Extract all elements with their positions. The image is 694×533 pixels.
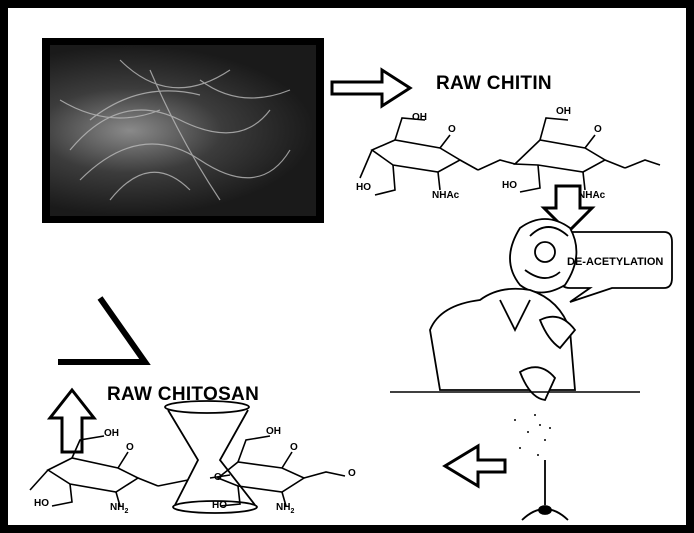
- cartoon-scientist-icon: [430, 219, 576, 400]
- chitosan-nh2-1: NH2: [110, 502, 128, 515]
- chitin-photo-texture: [60, 60, 290, 200]
- chitin-o-1: O: [448, 124, 456, 135]
- hourglass-icon: [165, 401, 257, 513]
- chitosan-ho-1: HO: [34, 498, 49, 509]
- chitin-o-2: O: [594, 124, 602, 135]
- chitosan-o-link: O: [214, 472, 222, 483]
- chitin-nhac-1: NHAc: [432, 190, 459, 201]
- chitin-ho-1: HO: [356, 182, 371, 193]
- chitosan-oh-1: OH: [104, 428, 119, 439]
- chitosan-o-2: O: [290, 442, 298, 453]
- angle-icon: [58, 298, 145, 362]
- chitin-ho-2: HO: [502, 180, 517, 191]
- right-arrow-icon: [332, 70, 410, 106]
- spray-dots: [514, 414, 551, 456]
- raw-chitosan-label: RAW CHITOSAN: [107, 384, 259, 406]
- chitosan-o-end: O: [348, 468, 356, 479]
- chitin-nhac-2: NHAc: [578, 190, 605, 201]
- chitosan-oh-2: OH: [266, 426, 281, 437]
- raw-chitin-label: RAW CHITIN: [436, 73, 552, 95]
- left-arrow-icon: [445, 446, 505, 486]
- up-arrow-icon: [50, 390, 94, 452]
- chitosan-o-1: O: [126, 442, 134, 453]
- chitosan-nh2-2: NH2: [276, 502, 294, 515]
- chitosan-ho-2: HO: [212, 500, 227, 511]
- stand-icon: [522, 460, 568, 520]
- chitin-oh-2: OH: [556, 106, 571, 117]
- deacetylation-label: DE-ACETYLATION: [567, 256, 663, 268]
- chitin-oh-1: OH: [412, 112, 427, 123]
